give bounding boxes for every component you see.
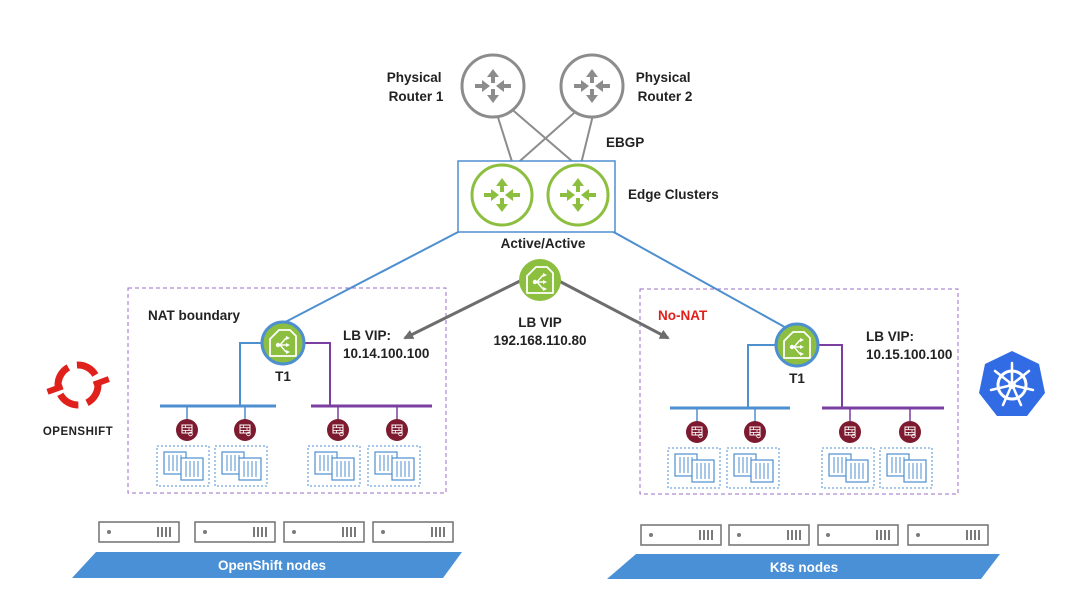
no-nat-boundary-box — [639, 288, 959, 495]
left-drops — [186, 406, 398, 420]
physical-router-1-icon[interactable] — [460, 53, 526, 119]
firewall-icon[interactable] — [685, 420, 709, 444]
openshift-logo-text: OPENSHIFT — [43, 426, 113, 438]
server-icon[interactable] — [194, 521, 276, 543]
ebgp-links — [495, 105, 595, 169]
nat-boundary-label: NAT boundary — [148, 308, 240, 323]
openshift-nodes-band — [72, 552, 462, 578]
pod-icon[interactable] — [307, 445, 361, 487]
left-t1-purple-link — [300, 342, 331, 406]
server-icon[interactable] — [283, 521, 365, 543]
server-icon[interactable] — [728, 524, 810, 546]
pod-icon[interactable] — [821, 447, 875, 489]
firewall-icon[interactable] — [175, 418, 199, 442]
firewall-icon[interactable] — [233, 418, 257, 442]
right-drops — [696, 408, 911, 422]
router-1-label: Physical Router 1 — [387, 70, 446, 104]
central-lb-ip: 192.168.110.80 — [493, 333, 586, 348]
server-icon[interactable] — [98, 521, 180, 543]
left-lb-vip-ip: 10.14.100.100 — [343, 346, 429, 361]
right-lb-vip-title: LB VIP: — [866, 329, 914, 344]
pod-icon[interactable] — [667, 447, 721, 489]
kubernetes-logo-icon — [979, 351, 1045, 416]
server-icon[interactable] — [907, 524, 989, 546]
right-t1-label: T1 — [789, 371, 805, 386]
server-icon[interactable] — [372, 521, 454, 543]
left-lb-vip-title: LB VIP: — [343, 328, 391, 343]
left-t1-router-icon[interactable] — [260, 320, 306, 366]
server-icon[interactable] — [640, 524, 722, 546]
pod-icon[interactable] — [156, 445, 210, 487]
edge-to-right-t1-link — [609, 229, 791, 331]
firewall-icon[interactable] — [743, 420, 767, 444]
openshift-nodes-label: OpenShift nodes — [218, 558, 326, 573]
firewall-icon[interactable] — [326, 418, 350, 442]
pod-icon[interactable] — [367, 445, 421, 487]
ebgp-label: EBGP — [606, 135, 644, 150]
firewall-icon[interactable] — [898, 420, 922, 444]
edge-router-1-icon[interactable] — [470, 163, 534, 227]
right-t1-router-icon[interactable] — [774, 322, 820, 368]
no-nat-label: No-NAT — [658, 308, 708, 323]
pod-icon[interactable] — [726, 447, 780, 489]
left-t1-blue-link — [239, 342, 266, 406]
firewall-icon[interactable] — [385, 418, 409, 442]
pod-icon[interactable] — [214, 445, 268, 487]
left-t1-label: T1 — [275, 369, 291, 384]
edge-router-2-icon[interactable] — [546, 163, 610, 227]
lb-arrow-right — [558, 279, 670, 340]
edge-clusters-label: Edge Clusters — [628, 187, 719, 202]
openshift-logo-icon — [46, 361, 110, 409]
router-2-label: Physical Router 2 — [636, 70, 695, 104]
lb-arrow-left — [403, 279, 521, 340]
firewall-icon[interactable] — [838, 420, 862, 444]
active-active-label: Active/Active — [501, 236, 586, 251]
right-lb-vip-ip: 10.15.100.100 — [866, 347, 952, 362]
k8s-nodes-band — [607, 554, 1000, 579]
pod-icon[interactable] — [879, 447, 933, 489]
k8s-nodes-label: K8s nodes — [770, 560, 838, 575]
central-lb-title: LB VIP — [518, 315, 562, 330]
physical-router-2-icon[interactable] — [559, 53, 625, 119]
central-load-balancer-icon[interactable] — [519, 259, 561, 301]
edge-to-left-t1-link — [269, 229, 463, 331]
nat-boundary-box — [127, 287, 447, 494]
right-t1-purple-link — [815, 344, 843, 408]
server-icon[interactable] — [817, 524, 899, 546]
right-t1-blue-link — [747, 344, 780, 408]
